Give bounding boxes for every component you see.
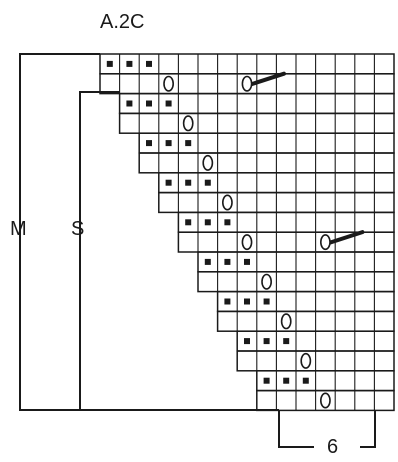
yarn-over-stitch bbox=[202, 154, 214, 171]
purl-stitch bbox=[185, 179, 192, 186]
purl-stitch bbox=[224, 219, 231, 226]
purl-stitch bbox=[283, 377, 290, 384]
chart-row-5 bbox=[138, 132, 395, 154]
repeat-count-label: 6 bbox=[327, 436, 339, 458]
purl-stitch bbox=[146, 140, 152, 147]
size-s-bracket bbox=[79, 91, 120, 410]
purl-stitch bbox=[204, 258, 211, 265]
decrease-stitch-loop bbox=[319, 234, 331, 251]
size-label-s: S bbox=[71, 218, 85, 240]
chart-row-10 bbox=[177, 231, 395, 253]
purl-stitch bbox=[185, 219, 192, 226]
yarn-over-stitch bbox=[280, 313, 292, 330]
purl-stitch bbox=[204, 179, 211, 186]
size-label-m: M bbox=[10, 218, 27, 240]
purl-stitch bbox=[224, 298, 231, 305]
purl-stitch bbox=[244, 258, 250, 265]
chart-title: A.2C bbox=[100, 11, 145, 33]
decrease-stitch-loop bbox=[241, 75, 253, 92]
purl-stitch bbox=[244, 338, 250, 345]
yarn-over-stitch bbox=[300, 352, 312, 369]
purl-stitch bbox=[302, 377, 309, 384]
yarn-over-stitch bbox=[163, 75, 174, 92]
purl-stitch bbox=[204, 219, 211, 226]
yarn-over-stitch bbox=[182, 115, 194, 132]
yarn-over-stitch bbox=[241, 234, 253, 251]
purl-stitch bbox=[165, 140, 172, 147]
purl-stitch bbox=[126, 100, 133, 107]
purl-stitch bbox=[146, 100, 152, 107]
decrease-stitch-bar bbox=[326, 230, 365, 246]
purl-stitch bbox=[165, 100, 172, 107]
repeat-bracket bbox=[278, 410, 376, 448]
chart-row-1 bbox=[99, 53, 395, 75]
chart-row-18 bbox=[256, 389, 395, 412]
purl-stitch bbox=[165, 179, 172, 186]
chart-row-17 bbox=[256, 370, 395, 392]
purl-stitch bbox=[263, 338, 270, 345]
purl-stitch bbox=[224, 258, 231, 265]
size-m-bracket bbox=[19, 53, 279, 411]
size-bracket-lines bbox=[19, 53, 376, 448]
purl-stitch bbox=[263, 377, 270, 384]
yarn-over-stitch bbox=[261, 273, 272, 290]
purl-stitch bbox=[263, 298, 270, 305]
yarn-over-stitch bbox=[221, 194, 233, 211]
purl-stitch bbox=[146, 60, 152, 67]
decrease-stitch-bar bbox=[248, 71, 286, 87]
yarn-over-stitch bbox=[319, 392, 331, 409]
purl-stitch bbox=[126, 60, 133, 67]
purl-stitch bbox=[244, 298, 250, 305]
chart-grid bbox=[99, 53, 395, 412]
chart-symbols bbox=[106, 60, 365, 409]
chart-row-14 bbox=[216, 310, 395, 332]
chart-row-6 bbox=[138, 152, 395, 174]
purl-stitch bbox=[283, 338, 290, 345]
purl-stitch bbox=[185, 140, 192, 147]
purl-stitch bbox=[106, 60, 113, 67]
